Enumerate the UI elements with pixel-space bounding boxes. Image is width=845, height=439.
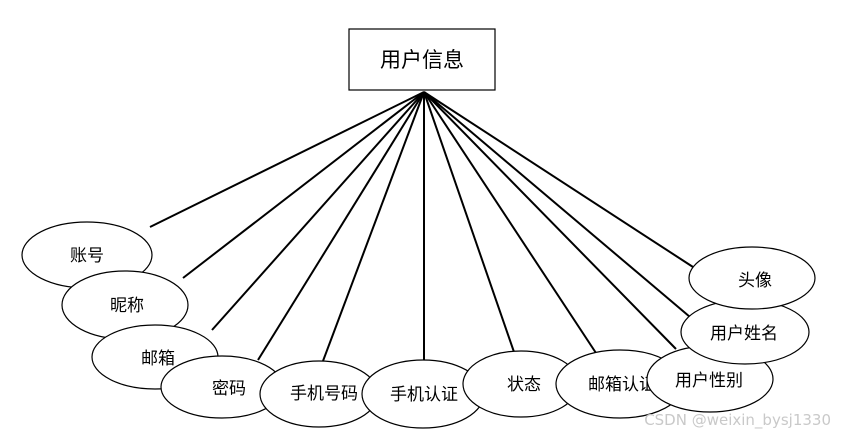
edge-email [211, 91, 425, 331]
attribute-phone-number: 手机号码 [259, 360, 379, 428]
attribute-label: 邮箱认证 [588, 375, 656, 395]
attribute-label: 手机认证 [390, 385, 458, 405]
attribute-label: 手机号码 [290, 384, 358, 404]
attribute-label: 账号 [70, 246, 104, 266]
edge-password [257, 91, 425, 361]
watermark: CSDN @weixin_bysj1330 [644, 411, 831, 429]
edge-real-name [423, 91, 691, 318]
entity-box [348, 28, 496, 91]
edge-avatar [423, 91, 694, 268]
edge-nickname [182, 91, 425, 279]
entity-user-info: 用户信息 [348, 28, 496, 91]
attribute-label: 昵称 [110, 296, 144, 316]
attribute-real-name: 用户姓名 [680, 299, 810, 365]
attribute-password: 密码 [160, 355, 284, 419]
attribute-ellipse [688, 246, 816, 310]
edge-gender [423, 91, 677, 350]
edge-account [149, 91, 425, 228]
attribute-label: 密码 [212, 379, 246, 399]
edge-phone-number [322, 91, 425, 362]
attribute-label: 状态 [507, 375, 541, 395]
edge-status [423, 91, 515, 353]
attribute-label: 用户性别 [675, 371, 743, 391]
edge-email-verify [423, 91, 597, 354]
entity-label: 用户信息 [380, 48, 464, 72]
attribute-label: 用户姓名 [710, 324, 778, 344]
attribute-label: 头像 [738, 271, 772, 291]
attribute-avatar: 头像 [688, 246, 816, 310]
attribute-label: 邮箱 [141, 349, 175, 369]
